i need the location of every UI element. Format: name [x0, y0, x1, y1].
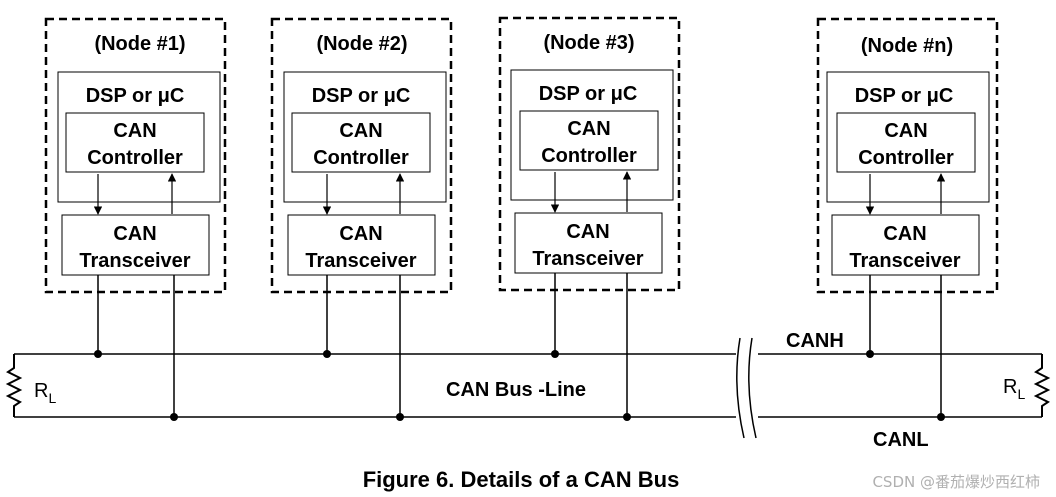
processor-box	[826, 71, 990, 203]
node-title: (Node #n)	[861, 35, 953, 57]
transceiver-label-line1: CAN	[566, 221, 609, 243]
node-boundary	[44, 17, 227, 294]
resistor-left-label: RL	[34, 380, 56, 406]
bus-lines	[14, 337, 1042, 439]
figure-caption: Figure 6. Details of a CAN Bus	[363, 467, 680, 492]
controller-label-line1: CAN	[339, 120, 382, 142]
can-controller-box	[291, 112, 431, 173]
termination-resistor-left: RL	[5, 354, 56, 417]
transceiver-label-line1: CAN	[113, 223, 156, 245]
node-1: (Node #1) DSP or μC CAN Controller CAN T…	[44, 17, 227, 421]
transceiver-label-line2: Transceiver	[79, 250, 190, 272]
transceiver-label-line2: Transceiver	[305, 250, 416, 272]
processor-box	[283, 71, 447, 203]
termination-resistor-right: RL	[1003, 354, 1051, 417]
can-controller-box	[519, 110, 659, 171]
node-boundary	[270, 17, 453, 294]
node-n: (Node #n) DSP or μC CAN Controller CAN T…	[816, 17, 999, 421]
node-2: (Node #2) DSP or μC CAN Controller CAN T…	[270, 17, 453, 421]
bus-line-label: CAN Bus -Line	[446, 379, 586, 401]
can-transceiver-box	[514, 212, 663, 274]
processor-box	[510, 69, 674, 201]
can-transceiver-box	[287, 214, 436, 276]
transceiver-label-line1: CAN	[339, 223, 382, 245]
controller-label-line2: Controller	[858, 147, 954, 169]
node-title: (Node #1)	[94, 33, 185, 55]
resistor-right-label: RL	[1003, 376, 1025, 402]
resistor-right-symbol	[1033, 354, 1051, 417]
node-3: (Node #3) DSP or μC CAN Controller CAN T…	[498, 16, 681, 421]
processor-label: DSP or μC	[86, 85, 185, 107]
transceiver-label-line2: Transceiver	[849, 250, 960, 272]
controller-label-line2: Controller	[87, 147, 183, 169]
canl-label: CANL	[873, 429, 929, 451]
transceiver-label-line2: Transceiver	[532, 248, 643, 270]
can-controller-box	[836, 112, 976, 173]
processor-label: DSP or μC	[312, 85, 411, 107]
node-title: (Node #3)	[543, 32, 634, 54]
controller-label-line1: CAN	[884, 120, 927, 142]
controller-label-line1: CAN	[113, 120, 156, 142]
bus-break-mark	[736, 337, 757, 439]
processor-box	[57, 71, 221, 203]
node-boundary	[816, 17, 999, 294]
processor-label: DSP or μC	[539, 83, 638, 105]
controller-label-line2: Controller	[541, 145, 637, 167]
node-boundary	[498, 16, 681, 292]
resistor-left-symbol	[5, 354, 23, 417]
processor-label: DSP or μC	[855, 85, 954, 107]
can-transceiver-box	[831, 214, 980, 276]
can-controller-box	[65, 112, 205, 173]
controller-label-line1: CAN	[567, 118, 610, 140]
node-title: (Node #2)	[316, 33, 407, 55]
transceiver-label-line1: CAN	[883, 223, 926, 245]
can-transceiver-box	[61, 214, 210, 276]
watermark: CSDN @番茄爆炒西红柿	[872, 473, 1040, 491]
controller-label-line2: Controller	[313, 147, 409, 169]
canh-label: CANH	[786, 330, 844, 352]
